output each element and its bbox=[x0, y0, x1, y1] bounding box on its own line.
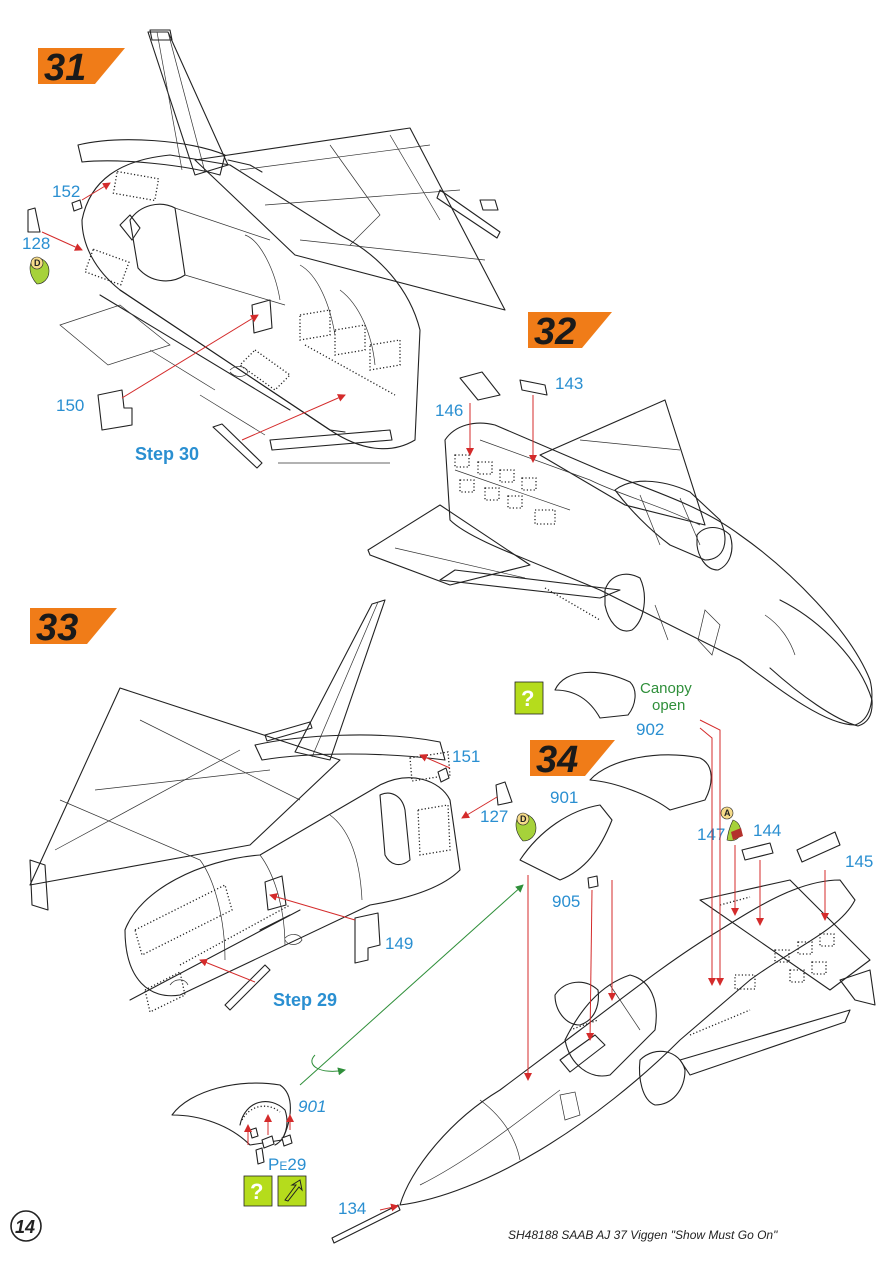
part-150-shape bbox=[97, 389, 133, 431]
part-149-shape bbox=[354, 912, 381, 964]
step-30-reference: Step 30 bbox=[135, 444, 199, 464]
footer-title: SH48188 SAAB AJ 37 Viggen "Show Must Go … bbox=[508, 1228, 778, 1242]
callout-901: 901 bbox=[550, 788, 578, 807]
rotate-arrow-icon bbox=[311, 1054, 346, 1076]
part-151-shape bbox=[437, 767, 450, 783]
step-34-banner bbox=[530, 740, 615, 776]
arrow-152 bbox=[81, 182, 111, 201]
callout-127: 127 bbox=[480, 807, 508, 826]
step-32-number: 32 bbox=[534, 311, 576, 353]
svg-text:?: ? bbox=[250, 1179, 263, 1204]
part-127-shape bbox=[495, 781, 513, 806]
arrow-127 bbox=[461, 796, 498, 819]
step-33-aircraft-drawing bbox=[29, 599, 461, 1013]
canopy-open-label-line2: open bbox=[652, 697, 685, 714]
arrow-134 bbox=[379, 1203, 399, 1212]
callout-144: 144 bbox=[753, 821, 781, 840]
paint-badge-128: D bbox=[29, 256, 50, 285]
arrow-step-29 bbox=[199, 958, 256, 983]
step-31-aircraft-drawing bbox=[59, 29, 506, 464]
page-number: 14 bbox=[15, 1217, 35, 1237]
part-902-shape bbox=[589, 754, 712, 811]
step-33-number: 33 bbox=[36, 607, 78, 649]
part-146-shape bbox=[459, 371, 501, 401]
arrow-128 bbox=[41, 231, 83, 251]
panel-grid-lower bbox=[84, 248, 130, 286]
arrow-902-a bbox=[699, 719, 724, 986]
callout-905: 905 bbox=[552, 892, 580, 911]
page-number-circle bbox=[10, 1210, 42, 1242]
callout-150: 150 bbox=[56, 396, 84, 415]
callout-149: 149 bbox=[385, 934, 413, 953]
step-34-number: 34 bbox=[536, 739, 578, 781]
part-143-shape bbox=[519, 379, 548, 396]
question-mark-icon[interactable]: ? bbox=[243, 1175, 273, 1207]
pe-part-label: PE29 bbox=[268, 1155, 306, 1174]
callout-147: 147 bbox=[697, 825, 725, 844]
paint-badge-147: A bbox=[720, 806, 743, 842]
footer: 14 SH48188 SAAB AJ 37 Viggen "Show Must … bbox=[10, 1210, 778, 1242]
step-32-banner bbox=[528, 312, 612, 348]
svg-text:A: A bbox=[724, 808, 731, 818]
arrow-902-b bbox=[699, 727, 716, 986]
callout-145: 145 bbox=[845, 852, 873, 871]
step-34-aircraft-drawing bbox=[399, 879, 876, 1206]
arrow-149 bbox=[269, 893, 356, 921]
detail-901-drawing bbox=[171, 1082, 294, 1165]
svg-text:D: D bbox=[520, 814, 527, 824]
canopy-open-label-line1: Canopy bbox=[640, 680, 692, 697]
step-32-aircraft-drawing bbox=[367, 399, 873, 727]
svg-text:?: ? bbox=[521, 686, 534, 711]
part-144-shape bbox=[741, 842, 774, 861]
flip-arrow-icon[interactable] bbox=[277, 1175, 307, 1207]
callout-146: 146 bbox=[435, 401, 463, 420]
part-134-shape bbox=[331, 1204, 401, 1244]
arrow-step-30 bbox=[241, 394, 346, 441]
callout-143: 143 bbox=[555, 374, 583, 393]
step-32-section: 32 bbox=[367, 311, 873, 727]
canopy-open-shape bbox=[554, 671, 636, 719]
panel-grid-upper bbox=[112, 170, 160, 202]
callout-151: 151 bbox=[452, 747, 480, 766]
detail-901-label: 901 bbox=[298, 1097, 326, 1116]
part-145-shape bbox=[796, 831, 841, 863]
step-29-reference: Step 29 bbox=[273, 990, 337, 1010]
part-901-shape bbox=[519, 804, 613, 881]
callout-128: 128 bbox=[22, 234, 50, 253]
part-905-shape bbox=[587, 875, 599, 889]
step-31-section: 31 bbox=[22, 29, 506, 469]
callout-902: 902 bbox=[636, 720, 664, 739]
part-152-shape bbox=[71, 199, 83, 212]
part-128-shape bbox=[27, 207, 41, 233]
callout-152: 152 bbox=[52, 182, 80, 201]
detail-green-arrow bbox=[299, 884, 524, 1086]
step-34-section: 34 ? Canopy open bbox=[171, 671, 876, 1244]
step-33-section: 33 bbox=[29, 599, 537, 1013]
step-33-banner bbox=[30, 608, 117, 644]
paint-badge-127: D bbox=[515, 812, 537, 842]
svg-text:D: D bbox=[34, 258, 41, 268]
callout-134: 134 bbox=[338, 1199, 366, 1218]
canopy-open-hint-icon[interactable]: ? bbox=[514, 681, 544, 715]
step-29-part-shape bbox=[224, 964, 271, 1011]
arrow-151 bbox=[419, 754, 451, 769]
step-30-part-shape bbox=[212, 423, 263, 469]
step-31-banner bbox=[38, 48, 125, 84]
arrow-905 bbox=[586, 889, 595, 1041]
step-31-number: 31 bbox=[44, 47, 86, 89]
arrow-150 bbox=[121, 314, 259, 399]
